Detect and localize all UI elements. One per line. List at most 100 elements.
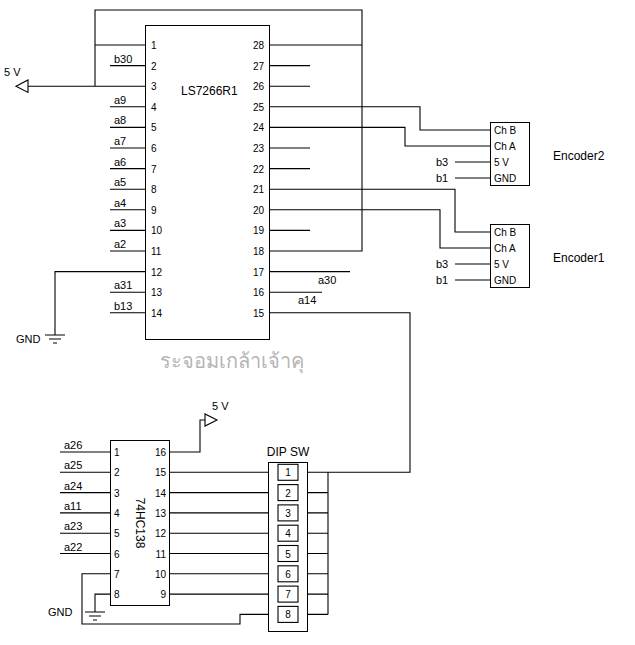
pin-number: 6 <box>151 143 157 155</box>
signal-name: a30 <box>318 274 336 287</box>
pin-wire <box>270 66 350 293</box>
signal-name: a5 <box>114 176 126 189</box>
pin-number: 17 <box>253 267 264 279</box>
signal-name: a22 <box>64 541 82 554</box>
pin-number: 13 <box>151 287 162 299</box>
pin-number: 7 <box>151 164 157 176</box>
pin-number: 8 <box>114 589 120 601</box>
supply-arrow <box>205 414 217 426</box>
supply-wire <box>170 420 205 452</box>
pin-number: 25 <box>253 102 264 114</box>
dip-bus-wire <box>308 472 328 614</box>
pin-number: 28 <box>253 40 264 52</box>
pin-number: 27 <box>253 61 264 73</box>
watermark: ระจอมเกล้าเจ้าคุ <box>160 350 304 372</box>
pin-number: 19 <box>253 225 264 237</box>
supply-arrow <box>16 80 28 92</box>
supply-label: 5 V <box>212 400 229 413</box>
pin-number: 11 <box>151 246 161 258</box>
signal-name: b3 <box>436 156 448 169</box>
encoder-supply-wire <box>455 162 490 280</box>
pin-number: 1 <box>114 447 120 459</box>
pin-number: 20 <box>253 205 264 217</box>
pin-wire <box>60 452 110 554</box>
wire-connector <box>170 533 268 534</box>
pin-number: 4 <box>114 508 120 520</box>
pin-number: 5 <box>151 122 157 134</box>
dip-switch: DIP SW12345678 <box>268 462 308 632</box>
signal-name: a2 <box>114 238 126 251</box>
switch-number: 3 <box>285 508 291 520</box>
pin-number: 3 <box>114 488 120 500</box>
pin-number: 26 <box>253 81 264 93</box>
pin-number: 10 <box>155 569 166 581</box>
pin-number: 6 <box>114 549 120 561</box>
wire-connector <box>170 553 268 554</box>
terminal-name: 5 V <box>494 259 509 271</box>
signal-name: a31 <box>114 279 132 292</box>
signal-name: a23 <box>64 520 82 533</box>
pin-number: 2 <box>151 61 157 73</box>
wire-connector <box>270 189 490 232</box>
supply-wire <box>28 10 362 251</box>
encoder-connector: Ch BCh A5 VGNDEncoder2 <box>490 122 530 186</box>
encoder-label: Encoder2 <box>553 149 604 163</box>
wire-connector <box>170 594 268 595</box>
pin-number: 18 <box>253 246 264 258</box>
encoder-connector: Ch BCh A5 VGNDEncoder1 <box>490 224 530 288</box>
signal-name: a3 <box>114 217 126 230</box>
supply-label: 5 V <box>4 66 21 79</box>
signal-name: a11 <box>64 500 82 513</box>
terminal-name: GND <box>494 173 516 185</box>
counter-chip: LS7266R112345678910111213142827262524232… <box>145 25 270 340</box>
pin-number: 8 <box>151 184 157 196</box>
signal-name: b3 <box>436 258 448 271</box>
signal-name: a25 <box>64 459 82 472</box>
pin-number: 15 <box>155 467 166 479</box>
pin-number: 12 <box>151 267 162 279</box>
pin-number: 24 <box>253 122 264 134</box>
signal-name: a7 <box>114 135 126 148</box>
switch-number: 8 <box>285 609 291 621</box>
pin-number: 7 <box>114 569 120 581</box>
pin-number: 22 <box>253 164 264 176</box>
pin-number: 15 <box>253 308 264 320</box>
pin-number: 1 <box>151 40 157 52</box>
ground-wire <box>85 594 110 620</box>
chip-label: 74HC138 <box>133 498 147 549</box>
pin-number: 14 <box>155 488 166 500</box>
switch-number: 5 <box>285 549 291 561</box>
encoder-label: Encoder1 <box>553 251 604 265</box>
wire-connector <box>170 472 268 473</box>
terminal-name: Ch B <box>494 227 516 239</box>
ground-label: GND <box>16 333 40 346</box>
terminal-name: Ch A <box>494 243 516 255</box>
wire-connector <box>170 512 268 513</box>
signal-name: a24 <box>64 480 82 493</box>
pin-number: 13 <box>155 508 166 520</box>
signal-name: a6 <box>114 156 126 169</box>
pin-number: 14 <box>151 308 162 320</box>
dip-switch-cells <box>278 464 298 622</box>
pin-number: 16 <box>155 447 166 459</box>
decoder-chip: 74HC13812345678161514131211109 <box>110 440 170 606</box>
switch-number: 7 <box>285 589 291 601</box>
wire-connector <box>270 107 490 130</box>
signal-name: a9 <box>114 94 126 107</box>
signal-name: a14 <box>298 294 316 307</box>
switch-number: 2 <box>285 488 291 500</box>
pin-number: 9 <box>151 205 157 217</box>
switch-number: 1 <box>285 467 291 479</box>
switch-label: DIP SW <box>267 445 309 459</box>
wire-connector <box>270 210 490 248</box>
wire-connector <box>170 573 268 574</box>
pin-number: 4 <box>151 102 157 114</box>
terminal-name: 5 V <box>494 157 509 169</box>
pin-number: 10 <box>151 225 162 237</box>
signal-name: b1 <box>436 274 448 287</box>
signal-name: b13 <box>114 300 132 313</box>
wire-connector <box>170 492 268 493</box>
switch-number: 4 <box>285 528 291 540</box>
terminal-name: Ch A <box>494 141 516 153</box>
